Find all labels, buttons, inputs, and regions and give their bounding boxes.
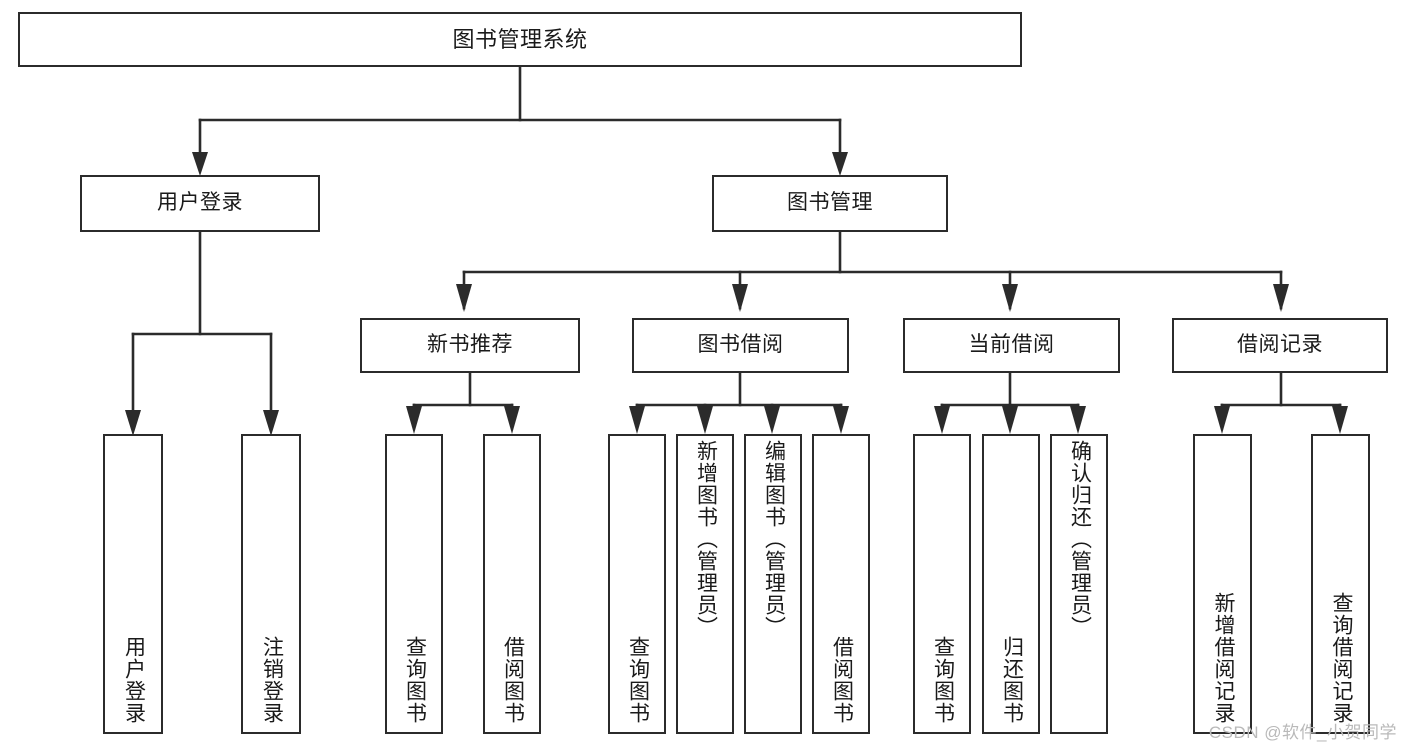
node-label: 图书管理系统 [452, 26, 588, 52]
node-user-login[interactable]: 用户登录 [80, 175, 320, 232]
node-book-borrow[interactable]: 图书借阅 [632, 318, 849, 373]
node-label: 确认归还（管理员） [1068, 440, 1092, 638]
node-leaf-edit-book-admin[interactable]: 编辑图书（管理员） [744, 434, 802, 734]
node-borrow-record[interactable]: 借阅记录 [1172, 318, 1388, 373]
node-label: 注销登录 [260, 636, 284, 724]
node-leaf-confirm-return-admin[interactable]: 确认归还（管理员） [1050, 434, 1108, 734]
node-label: 新书推荐 [427, 333, 513, 357]
node-leaf-user-login[interactable]: 用户登录 [103, 434, 163, 734]
node-label: 当前借阅 [968, 333, 1055, 357]
node-current-borrow[interactable]: 当前借阅 [903, 318, 1120, 373]
node-leaf-recommend-query-book[interactable]: 查询图书 [385, 434, 443, 734]
node-label: 借阅图书 [501, 636, 525, 724]
node-label: 新增图书（管理员） [694, 440, 718, 638]
node-label: 查询图书 [626, 636, 650, 724]
node-label: 新增借阅记录 [1211, 592, 1235, 724]
watermark-text: CSDN @软件_小贺同学 [1208, 723, 1397, 742]
node-leaf-recommend-borrow-book[interactable]: 借阅图书 [483, 434, 541, 734]
node-leaf-return-book[interactable]: 归还图书 [982, 434, 1040, 734]
node-label: 图书管理 [787, 191, 873, 215]
node-label: 查询图书 [931, 636, 955, 724]
node-label: 用户登录 [122, 636, 146, 724]
node-leaf-borrow-book[interactable]: 借阅图书 [812, 434, 870, 734]
node-label: 用户登录 [157, 191, 243, 215]
node-leaf-borrow-query-book[interactable]: 查询图书 [608, 434, 666, 734]
node-label: 归还图书 [1000, 636, 1024, 724]
node-label: 编辑图书（管理员） [762, 440, 786, 638]
node-root-system[interactable]: 图书管理系统 [18, 12, 1022, 67]
node-leaf-add-book-admin[interactable]: 新增图书（管理员） [676, 434, 734, 734]
node-label: 借阅记录 [1237, 333, 1323, 357]
node-leaf-query-borrow-record[interactable]: 查询借阅记录 [1311, 434, 1370, 734]
node-label: 查询借阅记录 [1329, 592, 1353, 724]
node-leaf-current-query-book[interactable]: 查询图书 [913, 434, 971, 734]
node-new-book-recommend[interactable]: 新书推荐 [360, 318, 580, 373]
node-leaf-logout[interactable]: 注销登录 [241, 434, 301, 734]
node-label: 借阅图书 [830, 636, 854, 724]
node-label: 图书借阅 [697, 333, 784, 357]
node-label: 查询图书 [403, 636, 427, 724]
node-leaf-add-borrow-record[interactable]: 新增借阅记录 [1193, 434, 1252, 734]
node-book-manage[interactable]: 图书管理 [712, 175, 948, 232]
